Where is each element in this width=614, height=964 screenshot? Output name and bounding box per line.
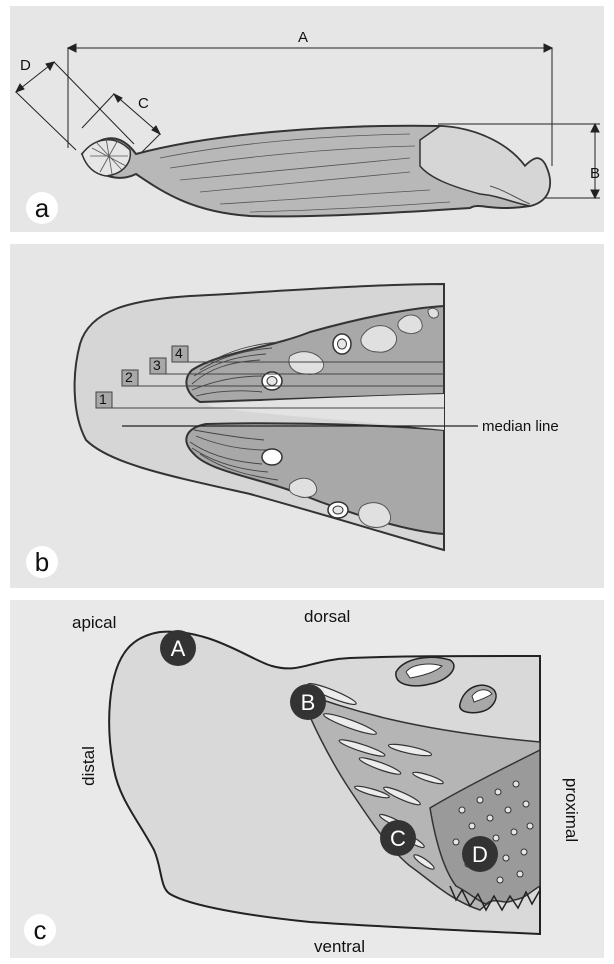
median-line-label: median line — [482, 418, 559, 435]
dimension-label-d: D — [20, 57, 31, 74]
panel-a: A B C — [10, 6, 604, 232]
panel-c-drawing: A B C D apical dorsal ventral distal pro… — [10, 600, 604, 958]
panel-b-drawing: 1 2 3 4 median line b — [10, 244, 604, 588]
orientation-label-ventral: ventral — [314, 937, 365, 956]
zone-label-d: D — [472, 842, 488, 867]
panel-a-drawing: A B C — [10, 6, 604, 232]
zone-label-a: A — [171, 636, 186, 661]
section-label-3: 3 — [153, 357, 161, 373]
orientation-label-proximal: proximal — [562, 778, 581, 842]
panel-label-a: a — [35, 193, 50, 223]
dimension-label-b: B — [590, 165, 600, 182]
dimension-label-c: C — [138, 95, 149, 112]
orientation-label-apical: apical — [72, 613, 116, 632]
dimension-d — [16, 62, 134, 150]
orientation-label-distal: distal — [79, 746, 98, 786]
zone-label-c: C — [390, 826, 406, 851]
bone-outline — [82, 126, 550, 217]
panel-c: A B C D apical dorsal ventral distal pro… — [10, 600, 604, 958]
section-label-2: 2 — [125, 369, 133, 385]
section-label-4: 4 — [175, 345, 183, 361]
zone-label-b: B — [301, 690, 316, 715]
section-label-1: 1 — [99, 391, 107, 407]
dimension-label-a: A — [298, 29, 308, 46]
panel-label-c: c — [34, 915, 47, 945]
panel-label-b: b — [35, 547, 49, 577]
orientation-label-dorsal: dorsal — [304, 607, 350, 626]
panel-b: 1 2 3 4 median line b — [10, 244, 604, 588]
